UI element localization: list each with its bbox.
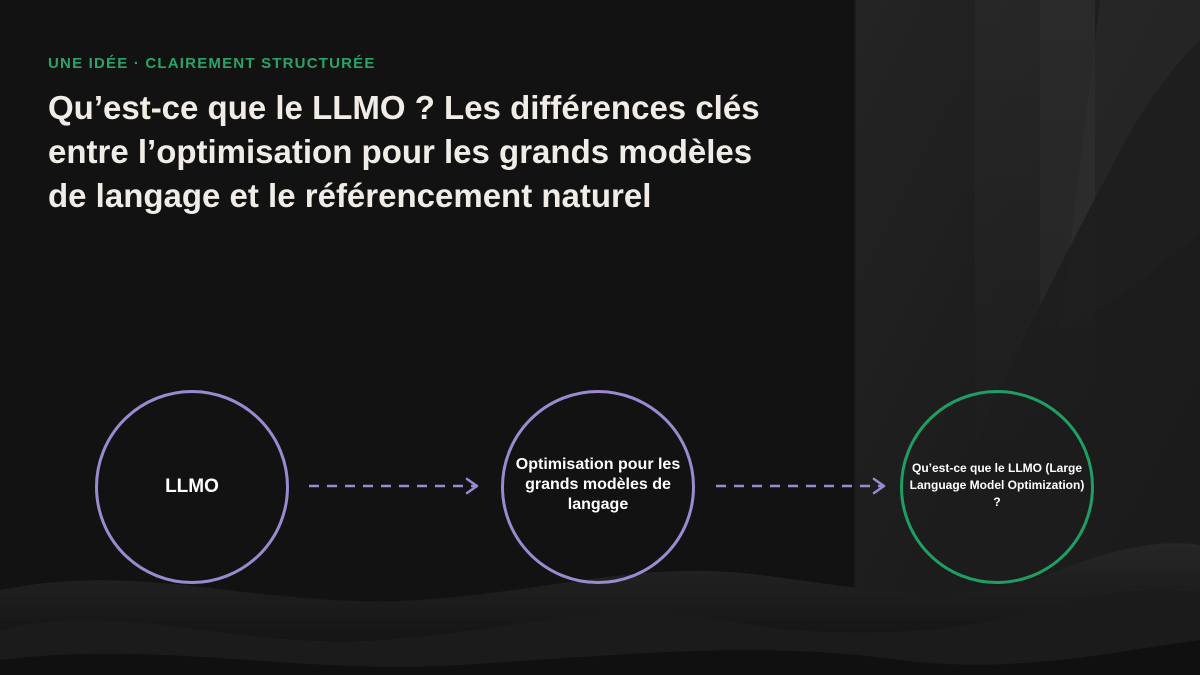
diagram-node-optimisation: Optimisation pour les grands modèles de … xyxy=(501,390,695,584)
diagram-node-label: LLMO xyxy=(165,476,219,497)
eyebrow-label: UNE IDÉE · CLAIREMENT STRUCTURÉE xyxy=(48,55,376,72)
diagram-node-llmo: LLMO xyxy=(95,390,289,584)
diagram-node-label: Optimisation pour les grands modèles de … xyxy=(515,456,681,513)
slide-title: Qu’est-ce que le LLMO ? Les différences … xyxy=(48,89,760,214)
dashed-arrow-connector xyxy=(309,477,479,495)
dashed-arrow-connector xyxy=(716,477,886,495)
diagram-node-label: Qu’est-ce que le LLMO (Large Language Mo… xyxy=(909,460,1085,509)
diagram-node-definition: Qu’est-ce que le LLMO (Large Language Mo… xyxy=(900,390,1094,584)
